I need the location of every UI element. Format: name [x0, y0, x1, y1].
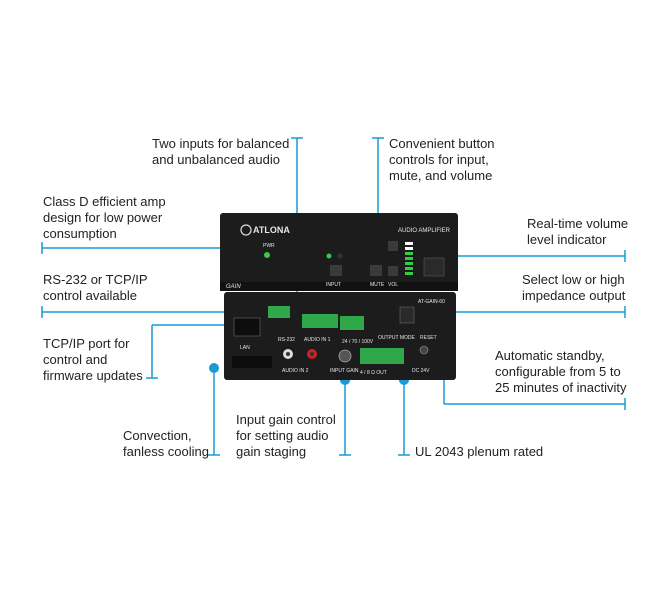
input1-led [326, 253, 332, 259]
svg-text:INPUT: INPUT [326, 282, 341, 288]
svg-text:AT-GAIN-60: AT-GAIN-60 [418, 299, 445, 305]
certification-icon [423, 257, 445, 277]
speaker-terminal-small [340, 316, 364, 330]
audio-in-terminal [302, 314, 338, 328]
svg-text:AUDIO IN 2: AUDIO IN 2 [282, 368, 309, 374]
svg-text:24 / 70 / 100V: 24 / 70 / 100V [342, 339, 374, 345]
svg-text:AUDIO AMPLIFIER: AUDIO AMPLIFIER [398, 228, 451, 234]
brand-logo-icon [240, 224, 252, 236]
brand-label: ATLONA [253, 225, 290, 235]
output-mode-switch [399, 306, 415, 324]
callout-class-d: Class D efficient amp design for low pow… [43, 194, 166, 241]
front-panel [220, 213, 458, 291]
callout-standby: Automatic standby, configurable from 5 t… [495, 348, 627, 395]
regulatory-marks [232, 356, 272, 368]
svg-text:LAN: LAN [240, 345, 250, 351]
svg-text:RESET: RESET [420, 335, 437, 341]
svg-text:VOL: VOL [388, 282, 398, 288]
callout-volume-indicator: Real-time volume level indicator [527, 216, 629, 247]
svg-text:AUDIO IN 1: AUDIO IN 1 [304, 337, 331, 343]
callout-ul-plenum: UL 2043 plenum rated [415, 444, 544, 459]
input-button [330, 265, 342, 276]
input-gain-knob [338, 349, 352, 363]
svg-text:RS-232: RS-232 [278, 337, 295, 343]
callout-button-controls: Convenient button controls for input, mu… [389, 136, 495, 183]
mute-button [370, 265, 382, 276]
svg-text:INPUT GAIN: INPUT GAIN [330, 368, 359, 374]
svg-text:GAIN: GAIN [226, 284, 241, 290]
callout-impedance: Select low or high impedance output [522, 272, 626, 303]
callout-tcpip: TCP/IP port for control and firmware upd… [43, 336, 143, 383]
volume-meter [405, 242, 413, 275]
svg-text:DC 24V: DC 24V [412, 368, 430, 374]
svg-text:OUTPUT MODE: OUTPUT MODE [378, 335, 416, 341]
callout-cooling: Convection, fanless cooling [123, 428, 209, 459]
rs232-terminal [268, 306, 290, 318]
callout-two-inputs: Two inputs for balanced and unbalanced a… [152, 136, 290, 167]
callout-rs232: RS-232 or TCP/IP control available [43, 272, 148, 303]
svg-text:PWR: PWR [263, 243, 275, 249]
reset-button [419, 345, 429, 355]
volume-button [388, 266, 398, 276]
lan-port [233, 317, 261, 337]
svg-text:4 / 8 Ω OUT: 4 / 8 Ω OUT [360, 370, 387, 376]
speaker-terminal [360, 348, 404, 364]
callout-input-gain: Input gain control for setting audio gai… [236, 412, 336, 459]
svg-text:MUTE: MUTE [370, 282, 385, 288]
power-led [264, 252, 270, 258]
